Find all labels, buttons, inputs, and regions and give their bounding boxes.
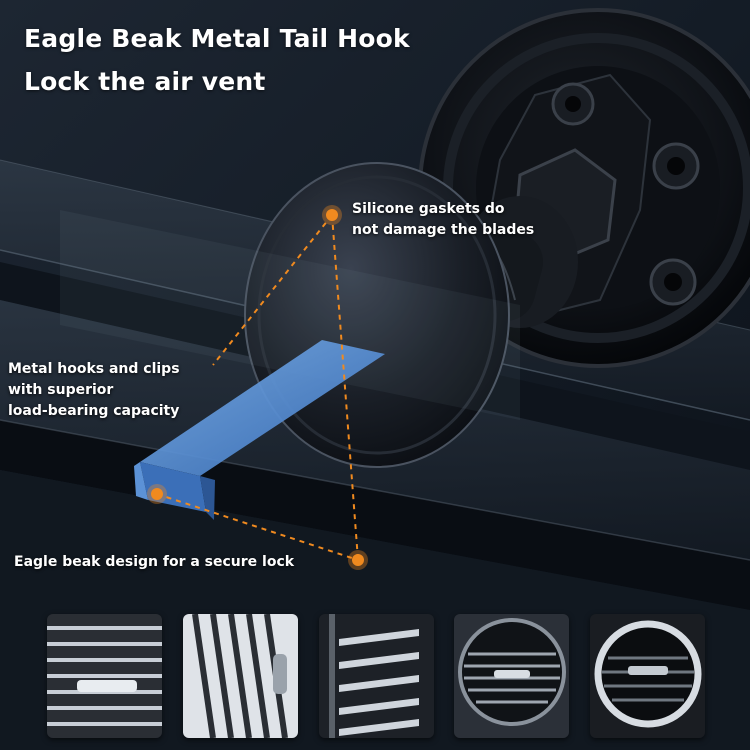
callout-gasket-line-1: Silicone gaskets do <box>352 201 505 217</box>
callout-hooks-line-1: Metal hooks and clips <box>8 361 180 377</box>
headline-line-2: Lock the air vent <box>24 67 266 96</box>
callout-gasket-line-2: not damage the blades <box>352 222 535 238</box>
callout-hooks-line-3: load-bearing capacity <box>8 403 180 419</box>
vent-thumbnail-round-chrome <box>590 614 705 738</box>
vertical-vent-icon <box>183 614 298 738</box>
vent-thumbnail-slanted <box>319 614 434 738</box>
dashed-guide-lines <box>156 214 359 561</box>
vent-thumbnail-vertical <box>183 614 298 738</box>
vent-thumbnail-horizontal <box>47 614 162 738</box>
callout-markers <box>147 205 368 570</box>
callout-silicone-gaskets: Silicone gaskets do not damage the blade… <box>352 199 534 241</box>
slanted-vent-icon <box>319 614 434 738</box>
horizontal-vent-icon <box>47 614 162 738</box>
round-vent-icon <box>454 614 569 738</box>
callout-eagle-beak: Eagle beak design for a secure lock <box>14 554 295 570</box>
headline-line-1: Eagle Beak Metal Tail Hook <box>24 24 410 53</box>
vent-thumbnail-round <box>454 614 569 738</box>
chrome-round-vent-icon <box>590 614 705 738</box>
callout-metal-hooks: Metal hooks and clips with superior load… <box>8 359 180 422</box>
clear-plate <box>60 210 520 420</box>
callout-hooks-line-2: with superior <box>8 382 114 398</box>
